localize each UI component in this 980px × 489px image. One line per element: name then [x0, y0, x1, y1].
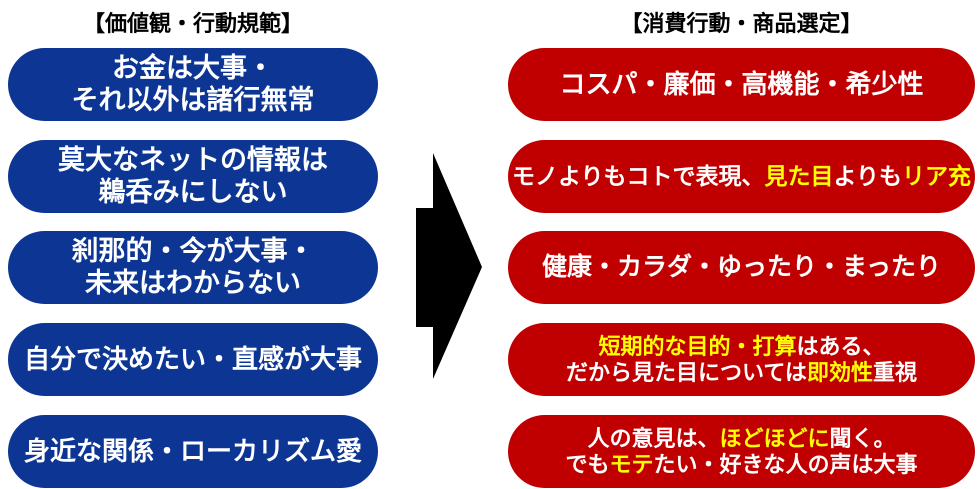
- left-column-header: 【価値観・行動規範】: [82, 11, 303, 36]
- value-box-3: 刹那的・今が大事・未来はわからない: [8, 231, 378, 304]
- consumption-box-2: モノよりもコトで表現、見た目よりもリア充: [508, 140, 975, 213]
- pill-text-line: でもモテたい・好きな人の声は大事: [565, 452, 917, 478]
- pill-text-line: 短期的な目的・打算はある、: [598, 334, 884, 360]
- consumption-box-3: 健康・カラダ・ゆったり・まったり: [508, 231, 975, 304]
- text-run-white: それ以外は諸行無常: [71, 84, 315, 115]
- text-run-yellow: 短期的な目的・打算: [598, 333, 797, 359]
- text-run-white: 重視: [872, 359, 917, 385]
- text-run-white: 身近な関係・ローカリズム愛: [23, 436, 362, 467]
- text-run-yellow: モテ: [609, 451, 654, 477]
- pill-text-line: 刹那的・今が大事・: [72, 236, 315, 267]
- text-run-white: 鵜呑みにしない: [98, 176, 288, 207]
- text-run-white: モノよりもコトで表現、: [511, 163, 765, 190]
- text-run-white: たい・好きな人の声は大事: [653, 451, 918, 477]
- pill-text-line: 人の意見は、ほどほどに聞く。: [587, 426, 895, 452]
- right-column-header: 【消費行動・商品選定】: [620, 11, 863, 36]
- consumption-box-5: 人の意見は、ほどほどに聞く。でもモテたい・好きな人の声は大事: [508, 415, 975, 488]
- text-run-white: 人の意見は、: [587, 425, 720, 451]
- text-run-white: 自分で決めたい・直感が大事: [23, 344, 362, 375]
- text-run-yellow: 即効性: [806, 359, 873, 385]
- text-run-white: 健康・カラダ・ゆったり・まったり: [541, 253, 941, 281]
- text-run-white: 未来はわからない: [85, 267, 301, 298]
- value-box-5: 身近な関係・ローカリズム愛: [8, 415, 378, 488]
- text-run-white: はある、: [796, 333, 885, 359]
- text-run-white: よりも: [833, 163, 903, 190]
- value-box-2: 莫大なネットの情報は鵜呑みにしない: [8, 140, 378, 213]
- text-run-white: 莫大なネットの情報は: [58, 145, 328, 176]
- pill-text-line: 未来はわからない: [85, 268, 301, 299]
- text-run-white: 聞く。: [829, 425, 896, 451]
- text-run-white: お金は大事・: [112, 53, 274, 84]
- pill-text-line: コスパ・廉価・高機能・希少性: [559, 69, 923, 99]
- pill-text-line: 自分で決めたい・直感が大事: [24, 344, 362, 374]
- pill-text-line: 身近な関係・ローカリズム愛: [24, 436, 362, 466]
- right-arrow-icon: [416, 153, 482, 379]
- value-box-1: お金は大事・それ以外は諸行無常: [8, 48, 378, 121]
- text-run-yellow: リア充: [902, 163, 972, 190]
- pill-text-line: お金は大事・: [112, 53, 274, 84]
- value-box-4: 自分で決めたい・直感が大事: [8, 323, 378, 396]
- text-run-yellow: 見た目: [764, 163, 834, 190]
- pill-text-line: 鵜呑みにしない: [99, 177, 288, 208]
- consumption-box-1: コスパ・廉価・高機能・希少性: [508, 48, 975, 121]
- pill-text-line: モノよりもコトで表現、見た目よりもリア充: [512, 163, 971, 190]
- text-run-white: コスパ・廉価・高機能・希少性: [559, 69, 924, 100]
- pill-text-line: 莫大なネットの情報は: [58, 145, 328, 176]
- text-run-white: でも: [565, 451, 610, 477]
- pill-text-line: それ以外は諸行無常: [72, 85, 315, 116]
- text-run-yellow: ほどほどに: [719, 425, 830, 451]
- pill-text-line: だから見た目については即効性重視: [566, 360, 917, 386]
- consumption-box-4: 短期的な目的・打算はある、だから見た目については即効性重視: [508, 323, 975, 396]
- text-run-white: だから見た目については: [566, 359, 807, 385]
- text-run-white: 刹那的・今が大事・: [71, 236, 315, 267]
- pill-text-line: 健康・カラダ・ゆったり・まったり: [542, 253, 941, 282]
